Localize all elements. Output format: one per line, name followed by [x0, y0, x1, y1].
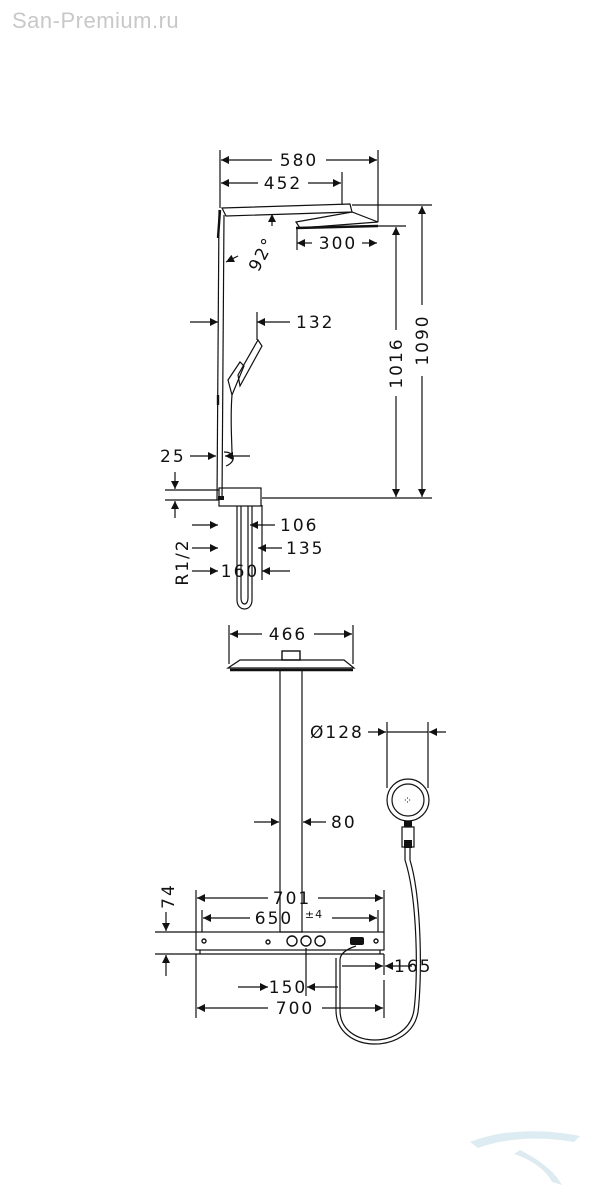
brand-logo — [470, 1131, 580, 1185]
function-button-2[interactable] — [300, 935, 312, 947]
thermostat-mark — [218, 496, 224, 500]
dim-160-label: 160 — [221, 562, 259, 582]
watermark-text: San-Premium.ru — [12, 8, 180, 33]
dim-1090-label: 1090 — [413, 314, 433, 365]
hand-shower — [237, 338, 263, 388]
hose-loop-inner — [240, 506, 249, 605]
dim-466-label: 466 — [269, 625, 307, 645]
dim-135-label: 135 — [286, 539, 324, 559]
bar-end-screw — [373, 938, 379, 944]
tolerance-label: ±4 — [305, 908, 323, 921]
function-button-1[interactable] — [286, 935, 298, 947]
riser-pipe-left — [216, 209, 220, 501]
temp-marker — [265, 939, 271, 945]
hose-loop-outer — [236, 506, 253, 610]
dim-700-label: 700 — [276, 999, 314, 1019]
hand-shower-grip-base — [404, 840, 412, 848]
nozzle-pattern-icon: ⁘ — [403, 794, 413, 807]
angle-92-label: 92° — [245, 234, 280, 275]
dim-165-label: 165 — [394, 957, 432, 977]
thread-label: R1/2 — [173, 538, 193, 585]
hand-shower-handle — [227, 361, 245, 397]
hose-connector — [350, 937, 364, 945]
bar-end-screw — [201, 938, 207, 944]
side-view: 580 452 92° 300 1016 1090 132 25 — [160, 150, 433, 610]
dim-132-label: 132 — [296, 313, 334, 333]
dim-452-label: 452 — [264, 174, 302, 194]
dim-300-label: 300 — [319, 234, 357, 254]
thermostat-body — [218, 487, 262, 507]
angle-arrow — [225, 254, 239, 263]
function-button-3[interactable] — [314, 935, 326, 947]
rain-head-front — [226, 659, 356, 669]
dim-25-label: 25 — [160, 447, 186, 467]
dim-80-label: 80 — [331, 813, 357, 833]
hose-front-inner — [335, 848, 421, 1045]
overhead-arm — [221, 203, 353, 217]
hand-shower-inner-ring — [391, 783, 425, 817]
dim-106-label: 106 — [280, 516, 318, 536]
dim-580-label: 580 — [280, 151, 318, 171]
thermostat-bar — [195, 931, 385, 951]
front-view: ⁘ 466 Ø128 80 74 701 — [155, 625, 446, 1045]
holder-bracket — [223, 451, 234, 467]
riser-pipe-right — [221, 214, 225, 501]
hand-shower-holder — [230, 394, 233, 456]
dim-150-label: 150 — [269, 978, 307, 998]
dim-701-label: 701 — [273, 889, 311, 909]
dim-1016-label: 1016 — [387, 337, 407, 388]
hose-front-outer — [339, 848, 417, 1041]
rain-head-mount — [281, 650, 301, 661]
dim-74-label: 74 — [159, 883, 179, 909]
dim-650-label: 650 — [255, 909, 293, 929]
dim-128-label: Ø128 — [310, 723, 364, 743]
hand-shower-neck — [404, 821, 412, 827]
